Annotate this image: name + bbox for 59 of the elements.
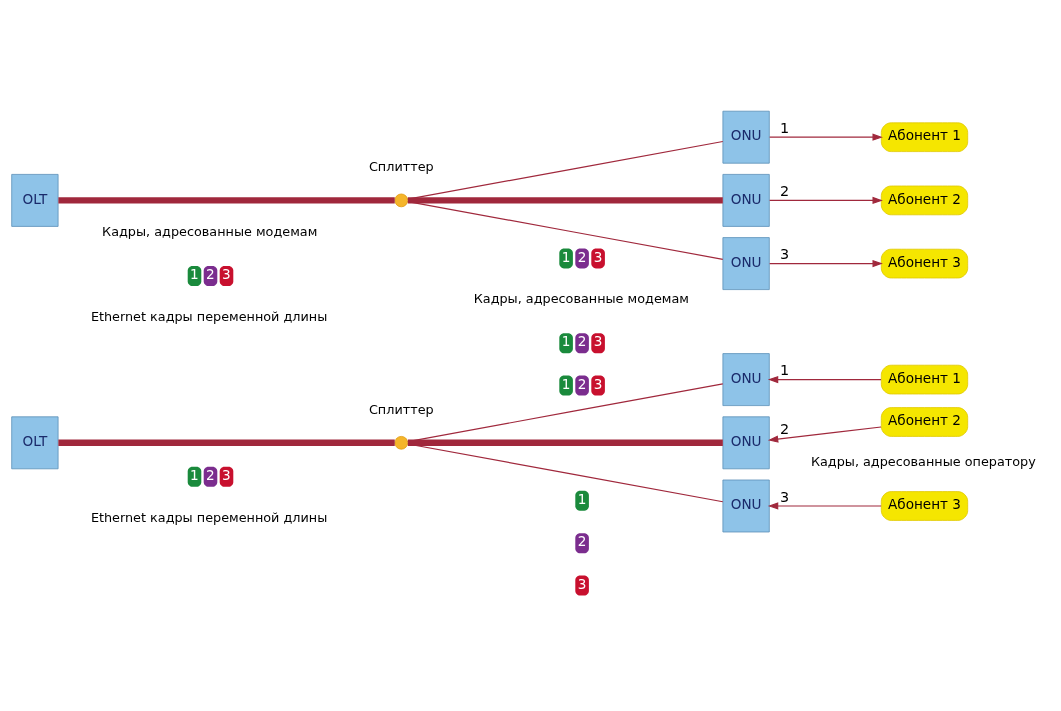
connector xyxy=(407,196,723,204)
node-box: ONU xyxy=(722,352,770,406)
arrow xyxy=(769,196,883,204)
connector xyxy=(58,439,395,446)
node-box: OLT xyxy=(11,173,59,227)
node-box: ONU xyxy=(722,236,770,290)
arrow xyxy=(767,425,882,443)
edge-label: 1 xyxy=(779,119,790,136)
label: 3 xyxy=(593,332,603,349)
node-box: Абонент 3 xyxy=(880,248,969,278)
connector xyxy=(407,439,723,446)
label: 1 xyxy=(561,332,571,349)
label: 1 xyxy=(577,490,587,507)
node-label: Сплиттер xyxy=(368,401,434,417)
label: Кадры, адресованные модемам xyxy=(473,290,689,306)
label: 1 xyxy=(190,265,199,282)
edge-label: 3 xyxy=(779,245,790,262)
label: 2 xyxy=(206,265,215,282)
node-circle xyxy=(394,193,409,207)
edge-label: 1 xyxy=(779,361,790,378)
node-box: ONU xyxy=(722,479,770,532)
connector xyxy=(58,196,395,204)
connector xyxy=(407,442,724,502)
node-box: ONU xyxy=(722,173,770,227)
edge-label: 2 xyxy=(779,420,790,437)
label: 1 xyxy=(561,248,571,265)
label: 2 xyxy=(577,375,587,392)
label: 2 xyxy=(577,532,587,549)
label: 3 xyxy=(577,575,587,592)
node-box: Абонент 1 xyxy=(880,364,969,394)
label: 2 xyxy=(577,248,587,265)
label: Кадры, адресованные оператору xyxy=(810,453,1036,469)
node-label: Сплиттер xyxy=(368,158,434,174)
node-circle xyxy=(394,435,409,450)
node-box: Абонент 1 xyxy=(880,121,969,152)
node-box: OLT xyxy=(11,415,59,469)
node-box: Абонент 3 xyxy=(880,490,969,521)
label: 2 xyxy=(206,466,215,483)
label: 3 xyxy=(593,248,603,265)
arrow xyxy=(769,133,883,141)
connector xyxy=(407,200,724,260)
label: 2 xyxy=(577,332,587,349)
arrow xyxy=(769,259,883,267)
label: 3 xyxy=(222,466,231,483)
edge-label: 3 xyxy=(779,488,790,505)
label: Кадры, адресованные модемам xyxy=(102,223,318,239)
arrow xyxy=(767,501,882,510)
node-box: Абонент 2 xyxy=(880,406,969,437)
label: Ethernet кадры переменной длины xyxy=(90,308,328,324)
node-box: Абонент 2 xyxy=(880,185,969,215)
label: Ethernet кадры переменной длины xyxy=(90,509,328,525)
label: 3 xyxy=(593,375,603,392)
arrow xyxy=(767,375,882,383)
label: 3 xyxy=(222,265,231,282)
edge-label: 2 xyxy=(779,182,790,199)
node-box: ONU xyxy=(722,110,770,164)
label: 1 xyxy=(190,466,199,483)
node-box: ONU xyxy=(722,415,770,469)
label: 1 xyxy=(561,375,571,392)
